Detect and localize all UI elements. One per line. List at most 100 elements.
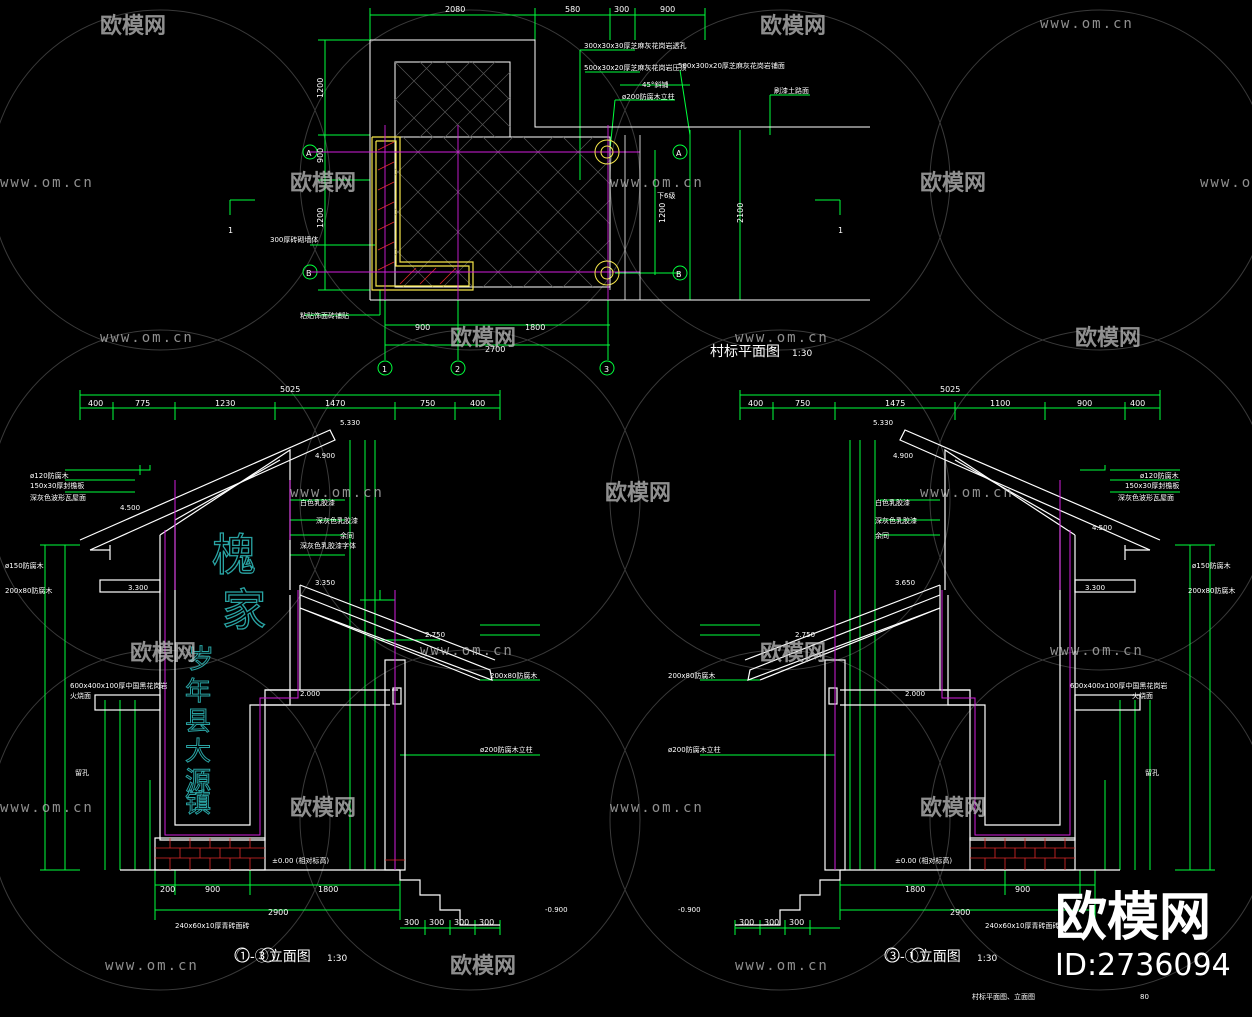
elev1-note-2: 150x30厚封檐板 [30,481,84,490]
plan-note-1: 300x30x30厚芝麻灰花岗岩透孔 [584,41,686,50]
elev1-title: ①-③立面图 [236,949,311,965]
plan-dim-top-1: 2080 [445,5,465,14]
elev1-dim-top-6: 400 [470,399,485,408]
elev1-sign-small-2: 年 [185,677,211,707]
elev1-axis-bubble-3 [260,947,276,963]
elev2-note-9: 600x400x100厚中国黑花岗岩 [1070,681,1167,690]
plan-axis-3: 3 [604,365,609,374]
elev2-note-4: 白色乳胶漆 [875,498,910,507]
elev1-note-8: ø150防腐木 [5,561,44,570]
elev2-note-12: 240x60x10厚青砖面砖 [985,921,1059,930]
elev2-level-9: -0.900 [678,906,701,914]
elev1-dim-bottom-1: 200 [160,885,175,894]
elev2-note-5: 深灰色乳胶漆 [875,516,917,525]
elev1-level-3: 4.500 [120,504,140,512]
plan-dim-right-2: 2100 [736,203,745,223]
elev2-dim-lines [700,390,1215,935]
watermark-brand-4: 欧模网 [920,170,986,196]
watermark-brand-1: 欧模网 [100,13,166,39]
elev1-level-5: 3.350 [315,579,335,587]
elevation-1: 槐 家 岁 年 县 大 源 镇 5025 400 775 1230 1470 7… [5,385,568,965]
elev1-dim-top-1: 400 [88,399,103,408]
plan-title: 村标平面图 [710,344,780,360]
elev2-dim-total: 5025 [940,385,960,394]
elev2-level-2: 4.900 [893,452,913,460]
elev2-level-7: 2.000 [905,690,925,698]
elev2-note-11: 留孔 [1145,768,1159,777]
elev2-axis-bubble-3 [884,947,900,963]
elev1-note-12: 留孔 [75,768,89,777]
elev2-dim-top-6: 400 [1130,399,1145,408]
elev1-note-7: 余同 [340,531,354,540]
plan-view: 2080 580 300 900 1200 900 1200 1200 2100… [228,5,870,376]
watermark-url-2: www.om.cn [0,175,94,191]
elev1-note-3: 深灰色波形瓦屋面 [30,493,86,502]
watermark-brand-2: 欧模网 [760,13,826,39]
elev1-level-9: -0.900 [545,906,568,914]
elev2-dim-top-4: 1100 [990,399,1010,408]
plan-axis-1: 1 [382,365,387,374]
elev2-dim-top-2: 750 [795,399,810,408]
watermark-url-12: www.om.cn [610,800,704,816]
plan-dim-bottom-3: 2700 [485,345,505,354]
plan-dim-top-2: 580 [565,5,580,14]
plan-note-3: 45°斜铺 [642,80,668,89]
watermark-url-14: www.om.cn [735,958,829,974]
plan-section-mark-left: 1 [228,226,233,235]
watermark-url-5: www.om.cn [100,330,194,346]
elev1-sign-small-3: 县 [185,707,211,737]
elev1-note-1: ø120防腐木 [30,471,69,480]
plan-axis-row-b-right: B [676,270,682,279]
elev1-note-11: 火烧面 [70,691,91,700]
elev1-level-4: 3.300 [128,584,148,592]
elev2-dim-top-3: 1475 [885,399,905,408]
plan-dim-top-3: 300 [614,5,629,14]
elev2-dim-top-5: 900 [1077,399,1092,408]
elev1-level-6: 2.750 [425,631,445,639]
elev1-dim-top-4: 1470 [325,399,345,408]
elev1-scale: 1:30 [327,954,347,964]
plan-axis-row-a: A [306,149,312,158]
watermark-url-10: www.om.cn [1050,643,1144,659]
elev1-level-1: 5.330 [340,419,360,427]
plan-note-5: 500x300x20厚芝麻灰花岗岩铺面 [678,61,785,70]
plan-section-mark-right: 1 [838,226,843,235]
elev1-dim-bottom-4: 2900 [268,908,288,917]
elev1-sign-char-2: 家 [222,585,266,636]
elev1-sign-small-5: 源 [185,767,211,797]
elev2-dim-bottom-2: 300 [764,918,779,927]
plan-wall-hatch [377,141,457,285]
watermark-id: ID:2736094 [1055,948,1231,983]
elev2-scale: 1:30 [977,954,997,964]
plan-wall [371,136,474,291]
elev2-note-10: 火烧面 [1132,691,1153,700]
elev1-brick [155,838,405,870]
elev1-magenta [164,480,396,870]
watermark-url-8: www.om.cn [920,485,1014,501]
plan-note-7: 300厚砖砌墙体 [270,235,318,244]
elev1-note-4: 白色乳胶漆 [300,498,335,507]
elev1-dim-lines [40,390,540,935]
elev2-magenta [834,480,1071,870]
elev1-step-4: 300 [479,918,494,927]
elev1-level-2: 4.900 [315,452,335,460]
elev2-level-3: 4.500 [1092,524,1112,532]
elev2-dim-bottom-1: 300 [739,918,754,927]
watermark-brand-9: 欧模网 [760,640,826,666]
elev1-note-5: 深灰色乳胶漆 [316,516,358,525]
elev1-sign-small-4: 大 [185,737,211,767]
elev2-level-1: 5.330 [873,419,893,427]
elev2-dim-bottom-6: 2900 [950,908,970,917]
elev1-note-13: 240x60x10厚青砖面砖 [175,921,249,930]
elev1-sign-char-1: 槐 [212,530,256,581]
watermark-brand-10: 欧模网 [290,795,356,821]
elev1-note-14: ø200防腐木立柱 [480,745,533,754]
elev2-dim-top-1: 400 [748,399,763,408]
elev2-outline [735,448,1141,926]
plan-dim-top-4: 900 [660,5,675,14]
plan-note-6: 刷漆土路面 [774,86,809,95]
elev2-note-3: 深灰色波形瓦屋面 [1118,493,1174,502]
elev1-level-7: 2.000 [300,690,320,698]
elev1-note-6: 深灰色乳胶漆字体 [300,541,356,550]
